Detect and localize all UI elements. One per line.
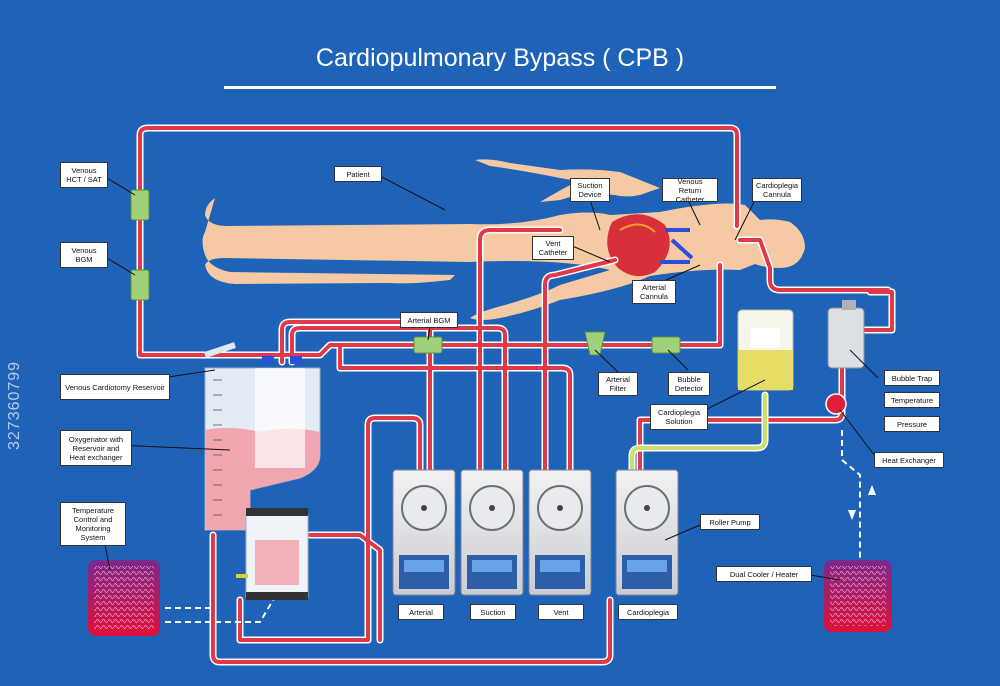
label-vent-catheter: Vent Catheter — [532, 236, 574, 260]
reservoir — [204, 342, 321, 531]
label-venous-return-catheter: Venous Return Catheter — [662, 177, 718, 204]
label-pump-arterial: Arterial — [398, 604, 444, 620]
label-temperature-control: Temperature Control and Monitoring Syste… — [60, 502, 126, 546]
heart — [607, 214, 694, 277]
label-pump-suction: Suction — [470, 604, 516, 620]
label-bubble-detector: Bubble Detector — [668, 372, 710, 396]
dual-cooler-heater — [824, 560, 892, 632]
label-roller-pump: Roller Pump — [700, 514, 760, 530]
label-oxygenator: Oxygenator with Reservoir and Heat excha… — [60, 430, 132, 466]
roller-pumps — [392, 469, 679, 596]
label-bubble-trap: Bubble Trap — [884, 370, 940, 386]
coolant-lines — [165, 430, 861, 623]
temperature-control-heater — [88, 560, 160, 636]
label-suction-device: Suction Device — [570, 178, 610, 202]
label-pump-cardioplegia: Cardioplegia — [618, 604, 678, 620]
label-arterial-filter: Arterial Filter — [598, 372, 638, 396]
title-underline — [224, 86, 776, 89]
label-pump-vent: Vent — [538, 604, 584, 620]
label-venous-hct: Venous HCT / SAT — [60, 162, 108, 188]
label-temperature: Temperature — [884, 392, 940, 408]
label-arterial-bgm: Arterial BGM — [400, 312, 458, 328]
label-heat-exchanger: Heat Exchanger — [874, 452, 944, 468]
label-patient: Patient — [334, 166, 382, 182]
label-cardioplegia-cannula: Cardioplegia Cannula — [752, 178, 802, 202]
label-venous-cardiotomy-reservoir: Venous Cardiotomy Reservoir — [60, 374, 170, 400]
cardioplegia-bag — [737, 309, 794, 391]
label-pressure: Pressure — [884, 416, 940, 432]
oxygenator-unit — [236, 508, 309, 600]
label-venous-bgm: Venous BGM — [60, 242, 108, 268]
coolant-arrows — [848, 485, 876, 520]
label-arterial-cannula: Arterial Cannula — [632, 280, 676, 304]
label-dual-cooler-heater: Dual Cooler / Heater — [716, 566, 812, 582]
sensors — [130, 189, 681, 356]
label-cardioplegia-solution: Cardioplegia Solution — [650, 404, 708, 430]
bubble-trap-device — [825, 300, 865, 415]
page-title: Cardiopulmonary Bypass ( CPB ) — [315, 44, 685, 72]
